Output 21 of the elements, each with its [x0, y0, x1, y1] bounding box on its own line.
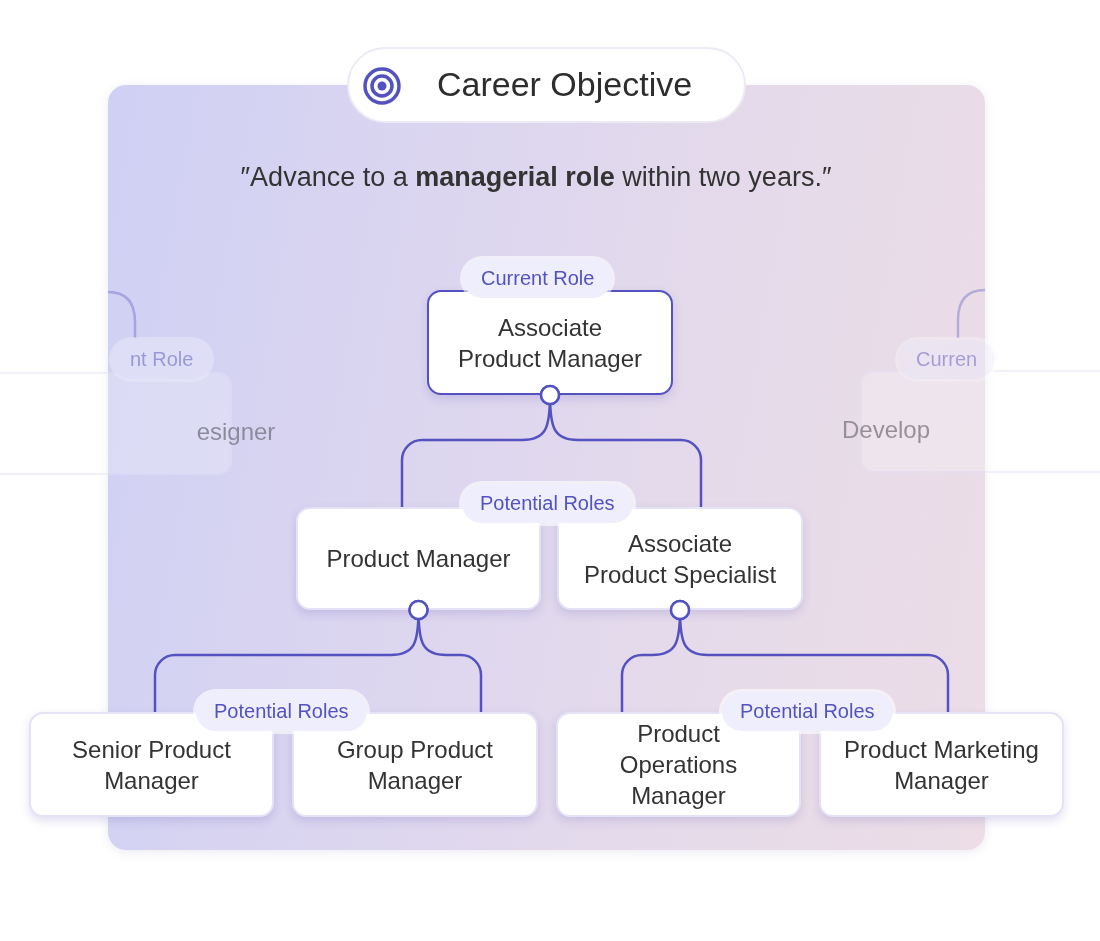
- role-name: Group Product Manager: [335, 734, 495, 796]
- role-name: esigner: [195, 417, 277, 447]
- role-name: Associate Product Manager: [456, 312, 644, 374]
- role-tag: nt Role: [112, 340, 212, 379]
- objective-quote: ″Advance to a managerial role within two years.″: [239, 162, 833, 193]
- role-tag: Curren: [898, 340, 996, 379]
- role-name: Senior Product Manager: [71, 734, 232, 796]
- connector-line: [669, 599, 950, 712]
- connector-line: [956, 288, 986, 338]
- role-name: Product Marketing Manager: [843, 734, 1040, 796]
- role-tag: Current Role: [463, 259, 613, 298]
- role-name: Associate Product Specialist: [582, 528, 778, 590]
- role-name: Product Manager: [325, 544, 512, 574]
- group-tag: Potential Roles: [196, 692, 367, 731]
- title: Career Objective: [437, 65, 693, 104]
- connector-line: [539, 384, 703, 507]
- connector-line: [107, 290, 137, 338]
- role-name: Develop: [840, 415, 932, 445]
- connector-line: [408, 599, 483, 712]
- group-tag: Potential Roles: [722, 692, 893, 731]
- group-tag: Potential Roles: [462, 484, 633, 523]
